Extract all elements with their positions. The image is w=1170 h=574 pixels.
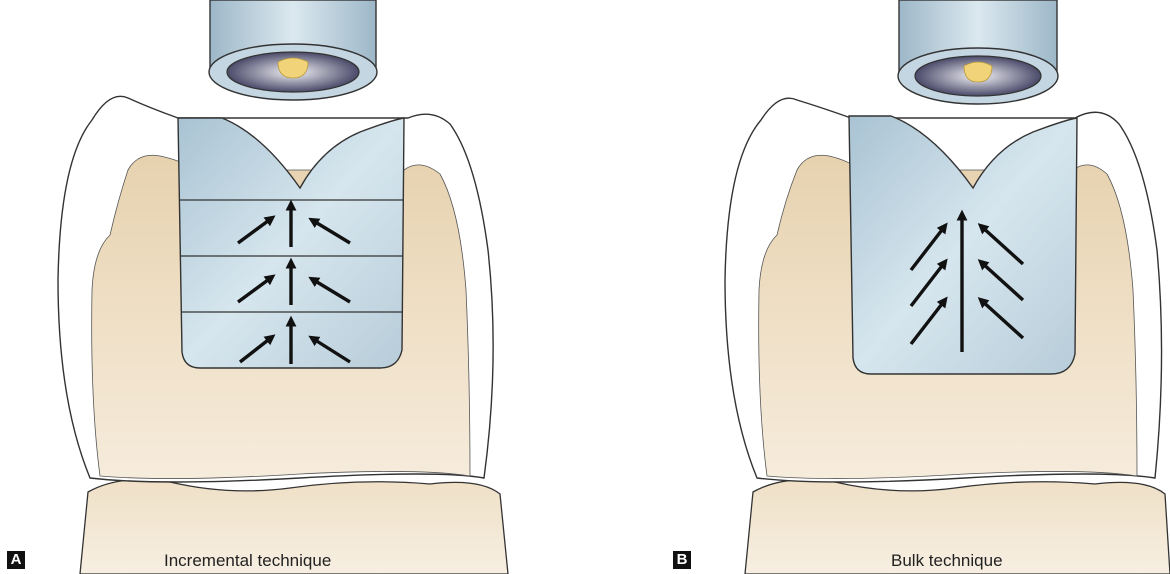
panel-bulk: B Bulk technique (585, 0, 1170, 574)
caption-incremental: Incremental technique (164, 551, 331, 571)
caption-bulk: Bulk technique (891, 551, 1003, 571)
bulk-technique-diagram (585, 0, 1170, 574)
curing-light-icon (898, 0, 1058, 104)
panel-incremental: A Incremental technique (0, 0, 585, 574)
incremental-technique-diagram (0, 0, 585, 574)
curing-light-icon (209, 0, 377, 100)
panel-label-a: A (7, 551, 25, 569)
panel-label-b: B (673, 551, 691, 569)
